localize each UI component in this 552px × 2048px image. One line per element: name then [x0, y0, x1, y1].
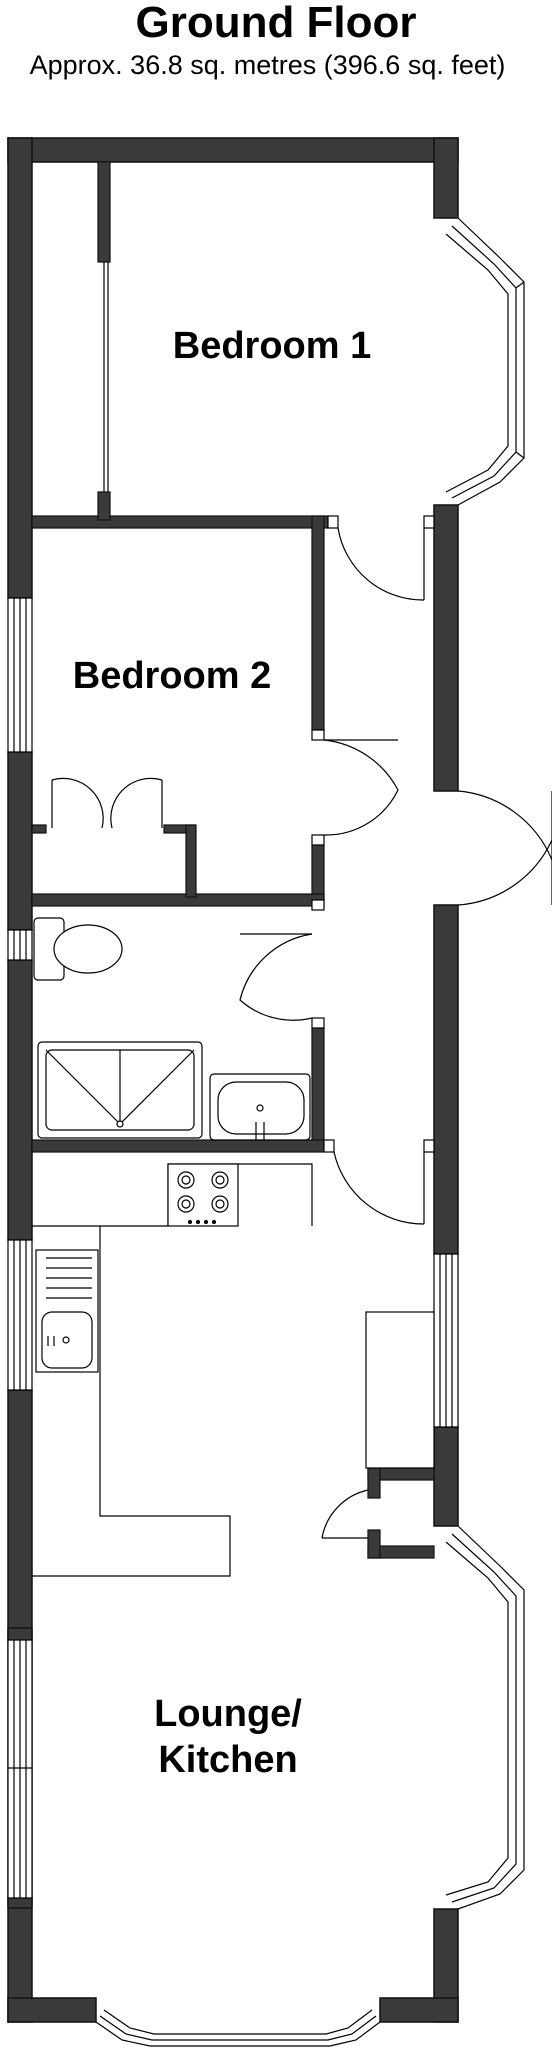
window-bedroom2 [7, 597, 33, 753]
bathroom-fixtures [33, 917, 311, 1141]
room-label-bedroom2: Bedroom 2 [73, 655, 271, 697]
bay-window-bedroom1 [445, 217, 525, 506]
bay-window-lounge-right [445, 1525, 525, 1910]
room-label-kitchen: Kitchen [158, 1739, 297, 1781]
floor-title: Ground Floor [135, 0, 417, 47]
kitchen-fixtures [32, 1163, 435, 1577]
room-label-lounge: Lounge/ [154, 1693, 302, 1735]
floor-area: Approx. 36.8 sq. metres (396.6 sq. feet) [29, 50, 506, 80]
window-lounge-left [7, 1639, 33, 1899]
window-kitchen [7, 1239, 33, 1391]
window-bathroom [7, 929, 33, 961]
bay-window-lounge-bottom [95, 2009, 381, 2047]
room-label-bedroom1: Bedroom 1 [173, 325, 371, 367]
doors [51, 262, 552, 1539]
window-hall-right [433, 1253, 459, 1428]
